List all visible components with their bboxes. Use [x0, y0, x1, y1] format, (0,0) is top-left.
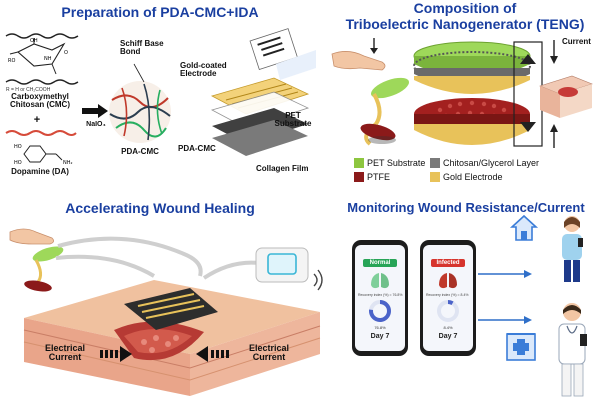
- polymer-strand-red: [5, 130, 77, 136]
- pet-substrate-label: PET Substrate: [274, 111, 312, 129]
- legend-ptfe: PTFE: [354, 172, 390, 182]
- teng-disk-stack: [413, 41, 531, 145]
- electrical-current-right-label: Electrical Current: [248, 343, 290, 363]
- dopamine-structure: HO HO NH₂: [14, 144, 73, 166]
- recovery-percent-infected: 8.4%: [443, 325, 453, 330]
- legend-gold: Gold Electrode: [430, 172, 503, 182]
- collagen-film-label: Collagen Film: [256, 164, 309, 173]
- phone-infected: Infected Recovery index (%) = 8.4% 8.4% …: [420, 240, 476, 356]
- legend-pet: PET Substrate: [354, 158, 425, 168]
- status-badge-normal: Normal: [363, 259, 397, 267]
- panel-title-preparation: Preparation of PDA-CMC+IDA: [61, 4, 259, 20]
- cmc-label: Carboxymethyl Chitosan (CMC): [10, 92, 70, 110]
- doctor-figure-icon: [558, 303, 587, 397]
- hospital-icon: [506, 333, 536, 361]
- panel-title-monitoring: Monitoring Wound Resistance/Current: [347, 200, 585, 215]
- reagent-label: NaIO₄: [86, 121, 106, 128]
- svg-text:RO: RO: [8, 58, 15, 64]
- legend-chitosan: Chitosan/Glycerol Layer: [430, 158, 539, 168]
- home-icon: [509, 214, 539, 241]
- schiff-pointer: [133, 63, 145, 83]
- schiff-base-label: Schiff Base Bond: [120, 39, 164, 57]
- gauge-infected: [437, 300, 459, 322]
- phone-normal-screen: Normal Recovery index (%) = 76.8% 76.8% …: [355, 245, 405, 351]
- current-circuit-diagram: [513, 40, 593, 148]
- hand-press-illustration: [331, 38, 409, 146]
- legend-swatch-gold: [430, 172, 440, 182]
- recovery-percent-normal: 76.8%: [374, 325, 386, 330]
- structure-subtitle: R = H or CH₂COOH: [6, 87, 51, 93]
- plus-sign: +: [33, 114, 41, 126]
- svg-text:HO: HO: [14, 160, 22, 166]
- reaction-arrow: [82, 104, 108, 118]
- layered-device-stack: [210, 28, 316, 156]
- panel-title-healing: Accelerating Wound Healing: [65, 200, 255, 216]
- pdacmc-layer-label: PDA-CMC: [178, 144, 216, 153]
- legend-label-ptfe: PTFE: [367, 172, 391, 182]
- gold-electrode-label: Gold-coated Electrode: [180, 61, 227, 79]
- crosslinked-network: [109, 81, 171, 143]
- patient-figure-icon: [562, 216, 583, 282]
- svg-text:NH₂: NH₂: [63, 160, 73, 166]
- phone-infected-screen: Infected Recovery index (%) = 8.4% 8.4% …: [423, 245, 473, 351]
- svg-text:NH: NH: [44, 56, 52, 62]
- data-transfer-arrows: [478, 270, 532, 324]
- status-badge-infected: Infected: [431, 259, 465, 267]
- day-label-normal: Day 7: [370, 333, 390, 340]
- legend-label-chitosan: Chitosan/Glycerol Layer: [443, 158, 540, 168]
- svg-text:HO: HO: [14, 144, 22, 150]
- lung-icon-infected: [439, 273, 457, 289]
- cmc-structure-diagram: OH RO NH O: [5, 33, 79, 85]
- pdacmc-network-label: PDA-CMC: [121, 147, 159, 156]
- legend-swatch-pet: [354, 158, 364, 168]
- recovery-index-infected: Recovery index (%) = 8.4%: [426, 293, 469, 297]
- dopamine-label: Dopamine (DA): [11, 167, 69, 176]
- legend-swatch-chitosan: [430, 158, 440, 168]
- recovery-index-normal: Recovery index (%) = 76.8%: [358, 293, 403, 297]
- svg-text:OH: OH: [30, 38, 38, 44]
- svg-text:O: O: [64, 50, 68, 56]
- wound-healing-illustration: [9, 228, 323, 396]
- panel-title-teng-line2: Triboelectric Nanogenerator (TENG): [345, 16, 585, 32]
- day-label-infected: Day 7: [438, 333, 458, 340]
- phone-normal: Normal Recovery index (%) = 76.8% 76.8% …: [352, 240, 408, 356]
- legend-swatch-ptfe: [354, 172, 364, 182]
- current-label: Current: [562, 37, 591, 46]
- legend-label-pet: PET Substrate: [367, 158, 426, 168]
- legend-label-gold: Gold Electrode: [443, 172, 503, 182]
- gauge-normal: [369, 300, 391, 322]
- panel-title-teng-line1: Composition of: [413, 0, 517, 16]
- electrical-current-left-label: Electrical Current: [44, 343, 86, 363]
- lung-icon-normal: [371, 273, 389, 289]
